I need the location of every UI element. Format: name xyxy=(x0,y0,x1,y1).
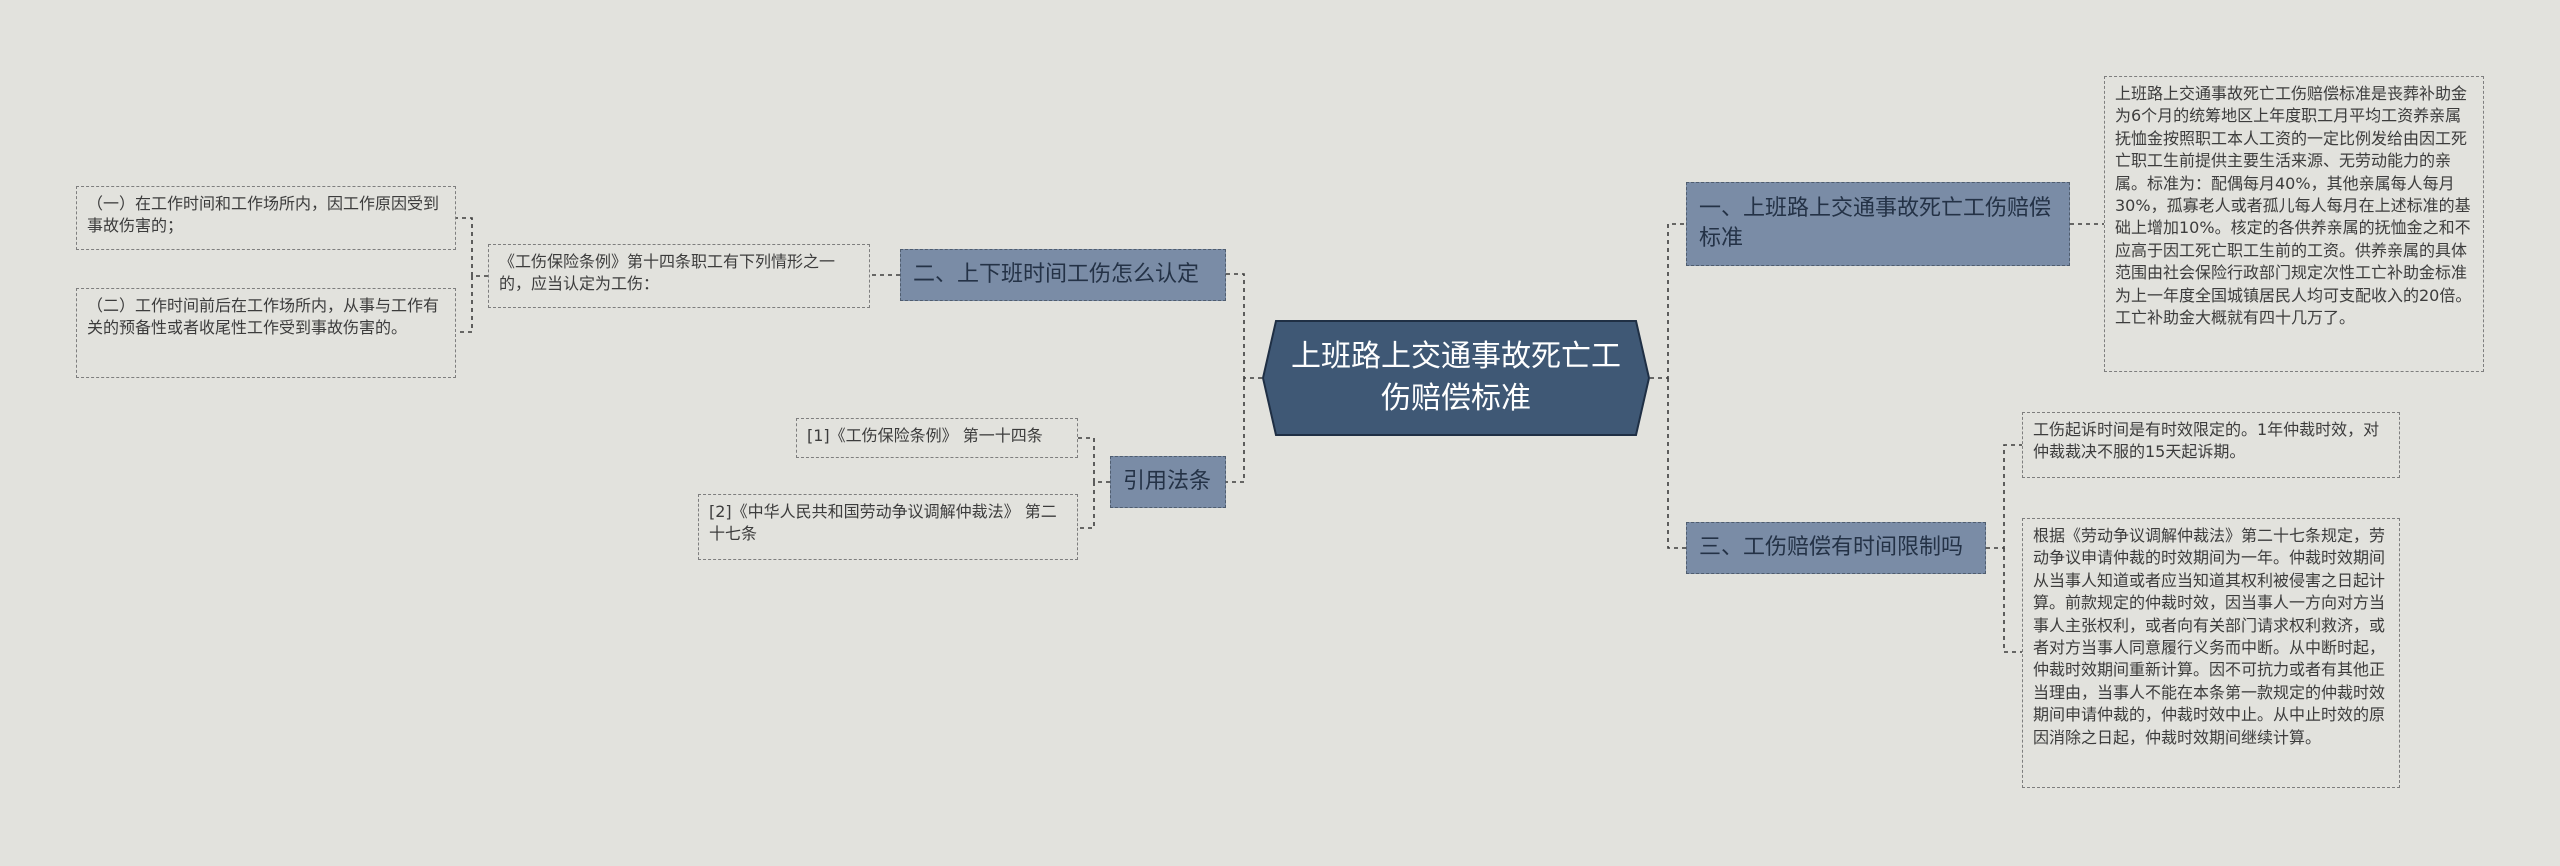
leaf-citation-two[interactable]: [2]《中华人民共和国劳动争议调解仲裁法》 第二十七条 xyxy=(698,494,1078,560)
leaf-text: [2]《中华人民共和国劳动争议调解仲裁法》 第二十七条 xyxy=(709,502,1057,543)
leaf-situation-one[interactable]: （一）在工作时间和工作场所内，因工作原因受到事故伤害的； xyxy=(76,186,456,250)
leaf-compensation-details[interactable]: 上班路上交通事故死亡工伤赔偿标准是丧葬补助金为6个月的统筹地区上年度职工月平均工… xyxy=(2104,76,2484,372)
leaf-text: （二）工作时间前后在工作场所内，从事与工作有关的预备性或者收尾性工作受到事故伤害… xyxy=(87,296,440,337)
connector-central-b3 xyxy=(1667,378,1686,549)
leaf-text: 根据《劳动争议调解仲裁法》第二十七条规定，劳动争议申请仲裁的时效期间为一年。仲裁… xyxy=(2033,526,2386,747)
central-topic[interactable]: 上班路上交通事故死亡工伤赔偿标准 xyxy=(1262,320,1650,436)
leaf-citation-one[interactable]: [1]《工伤保险条例》 第一十四条 xyxy=(796,418,1078,458)
branch-time-limit[interactable]: 三、工伤赔偿有时间限制吗 xyxy=(1686,522,1986,574)
leaf-arbitration-law-article[interactable]: 根据《劳动争议调解仲裁法》第二十七条规定，劳动争议申请仲裁的时效期间为一年。仲裁… xyxy=(2022,518,2400,788)
connector-b4-leaf2 xyxy=(1078,482,1095,529)
leaf-situation-two[interactable]: （二）工作时间前后在工作场所内，从事与工作有关的预备性或者收尾性工作受到事故伤害… xyxy=(76,288,456,378)
connector-central-b2 xyxy=(1226,273,1262,379)
leaf-text: （一）在工作时间和工作场所内，因工作原因受到事故伤害的； xyxy=(87,194,440,235)
intermediate-regulation-article[interactable]: 《工伤保险条例》第十四条职工有下列情形之一的，应当认定为工伤： xyxy=(488,244,870,308)
branch-label: 二、上下班时间工伤怎么认定 xyxy=(913,262,1200,287)
connector-b3-leaf2 xyxy=(2003,548,2022,653)
connector-central-b4 xyxy=(1226,378,1245,483)
central-topic-label: 上班路上交通事故死亡工伤赔偿标准 xyxy=(1291,339,1621,416)
leaf-text: 工伤起诉时间是有时效限定的。1年仲裁时效，对仲裁裁决不服的15天起诉期。 xyxy=(2033,420,2380,461)
branch-label: 引用法条 xyxy=(1123,469,1212,494)
leaf-text: 《工伤保险条例》第十四条职工有下列情形之一的，应当认定为工伤： xyxy=(499,252,836,293)
connector-intermediate-leaf1 xyxy=(456,217,488,277)
leaf-text: 上班路上交通事故死亡工伤赔偿标准是丧葬补助金为6个月的统筹地区上年度职工月平均工… xyxy=(2115,84,2472,328)
branch-cited-laws[interactable]: 引用法条 xyxy=(1110,456,1226,508)
branch-label: 一、上班路上交通事故死亡工伤赔偿标准 xyxy=(1699,196,2052,251)
leaf-lawsuit-time-limit[interactable]: 工伤起诉时间是有时效限定的。1年仲裁时效，对仲裁裁决不服的15天起诉期。 xyxy=(2022,412,2400,478)
leaf-text: [1]《工伤保险条例》 第一十四条 xyxy=(807,426,1043,445)
central-hexagon-shape xyxy=(1262,320,1650,436)
connector-intermediate-leaf2 xyxy=(456,276,473,333)
branch-injury-compensation-standard[interactable]: 一、上班路上交通事故死亡工伤赔偿标准 xyxy=(1686,182,2070,266)
connector-central-b1 xyxy=(1650,223,1686,379)
connector-b3-leaf1 xyxy=(1986,444,2022,549)
connector-b4-leaf1 xyxy=(1078,437,1110,483)
branch-commute-injury-determination[interactable]: 二、上下班时间工伤怎么认定 xyxy=(900,249,1226,301)
branch-label: 三、工伤赔偿有时间限制吗 xyxy=(1699,535,1964,560)
